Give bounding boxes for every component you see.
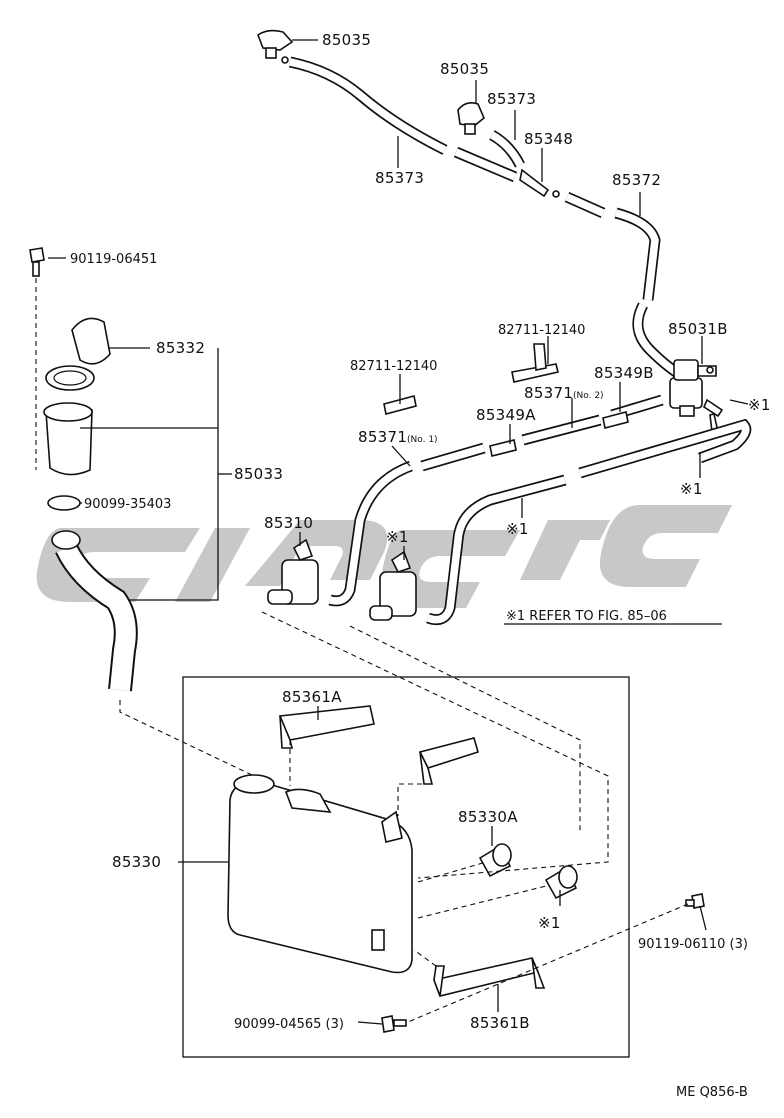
label-hose-upper-left: 85373: [375, 169, 424, 187]
bolt-right-icon: [685, 893, 705, 909]
bracket-mid-icon: [418, 737, 479, 785]
grommet-icon: [478, 843, 512, 878]
label-joint-b: 85349B: [594, 364, 654, 382]
joint-a-icon: [489, 439, 517, 457]
label-bracket-lower: 85361B: [470, 1014, 530, 1032]
label-clamp-right: 82711-12140: [498, 323, 585, 338]
figure-code: ME Q856-B: [676, 1085, 748, 1100]
pump-left-icon: [267, 538, 319, 605]
label-ref-mark-pump: ※1: [386, 528, 409, 546]
label-bolt-right: 90119-06110 (3): [638, 937, 748, 952]
label-hose-no2-sub: (No. 2): [573, 391, 604, 401]
label-clip: 90099-35403: [84, 497, 171, 512]
label-bolt-top: 90119-06451: [70, 252, 157, 267]
label-hose-right: 85372: [612, 171, 661, 189]
clamp-right-icon: [511, 343, 559, 383]
label-ref-mark-grommet: ※1: [538, 914, 561, 932]
inlet-neck-icon: [43, 402, 93, 476]
tank-icon: [227, 774, 413, 974]
grommet-ref-icon: [544, 865, 578, 900]
upper-hoses: [288, 56, 693, 386]
leader-lines: [48, 39, 749, 1025]
joint-b-icon: [602, 411, 629, 429]
valve-icon: [669, 359, 717, 417]
pump-right-icon: [369, 550, 417, 621]
tank-group-box: [182, 676, 630, 1058]
label-ref-mark-valve: ※1: [748, 396, 771, 414]
label-ref-mark-hose-mid: ※1: [506, 520, 529, 538]
label-inlet-assy: 85033: [234, 465, 283, 483]
joint-upper-icon: [519, 168, 560, 198]
clamp-left-icon: [383, 395, 417, 415]
label-ref-note: ※1 REFER TO FIG. 85–06: [506, 609, 667, 624]
label-pump: 85310: [264, 514, 313, 532]
middle-hoses: [328, 414, 752, 626]
label-valve: 85031B: [668, 320, 728, 338]
bracket-lower-icon: [432, 957, 546, 997]
cap-icon: [45, 317, 111, 391]
label-cap: 85332: [156, 339, 205, 357]
assembly-lines: [119, 611, 689, 1023]
label-joint-upper: 85348: [524, 130, 573, 148]
label-bolt-bottom: 90099-04565 (3): [234, 1017, 344, 1032]
label-clamp-left: 82711-12140: [350, 359, 437, 374]
nozzle-center-icon: [457, 102, 485, 135]
nozzle-left-icon: [257, 29, 294, 64]
label-grommet: 85330A: [458, 808, 518, 826]
label-nozzle-center: 85035: [440, 60, 489, 78]
bracket-upper-icon: [278, 705, 375, 749]
bolt-bottom-icon: [381, 1015, 407, 1033]
label-nozzle-left: 85035: [322, 31, 371, 49]
filler-pipe-icon: [51, 530, 138, 692]
label-tank: 85330: [112, 853, 161, 871]
label-joint-a: 85349A: [476, 406, 536, 424]
label-ref-mark-hose-right: ※1: [680, 480, 703, 498]
bolt-top-icon: [29, 247, 45, 277]
hose-to-valve: [610, 394, 664, 421]
clip-icon: [47, 495, 81, 511]
label-hose-no1: 85371: [358, 428, 407, 446]
label-hose-no2: 85371: [524, 384, 573, 402]
label-bracket-upper: 85361A: [282, 688, 342, 706]
label-hose-no1-sub: (No. 1): [407, 435, 438, 445]
label-hose-upper-center: 85373: [487, 90, 536, 108]
